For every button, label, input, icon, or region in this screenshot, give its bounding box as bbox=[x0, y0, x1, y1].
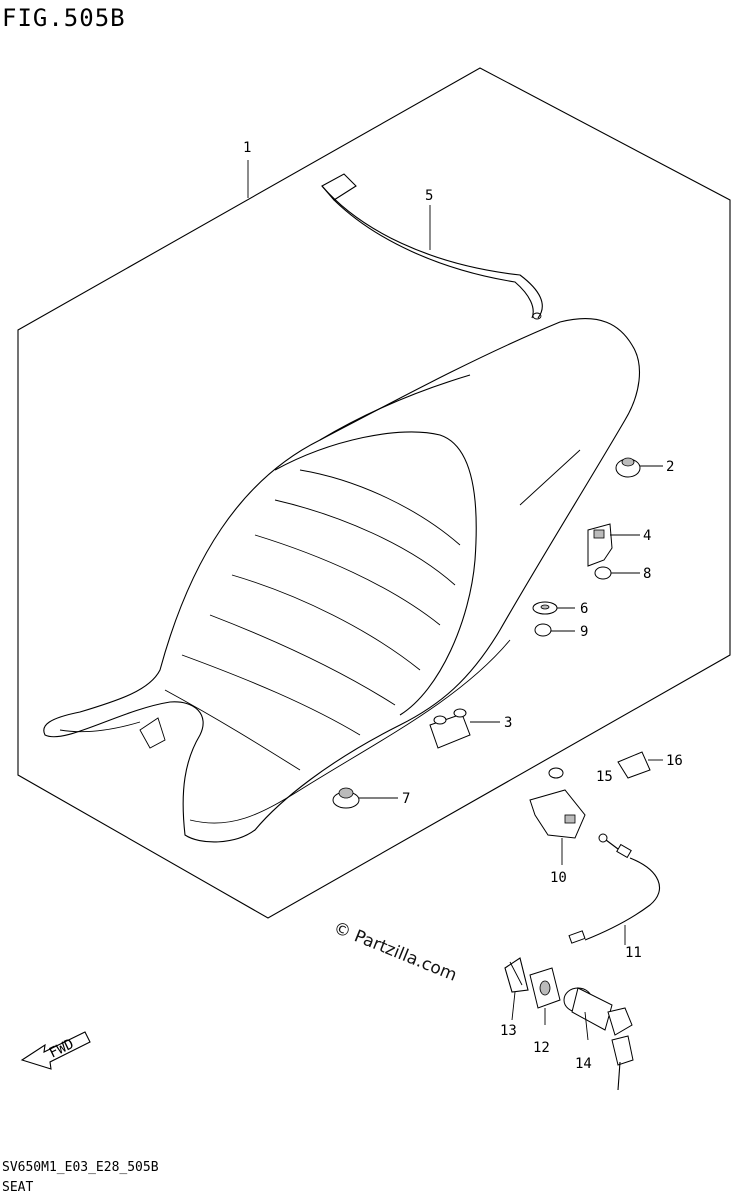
part-8-nut bbox=[594, 566, 640, 580]
part-2-cushion bbox=[615, 457, 663, 478]
part-7-cushion bbox=[332, 787, 398, 809]
callout-2: 2 bbox=[666, 459, 674, 475]
part-6-washer bbox=[532, 601, 575, 615]
callout-6: 6 bbox=[580, 601, 588, 617]
fwd-label: FWD bbox=[47, 1036, 77, 1061]
assembly-boundary bbox=[17, 67, 731, 919]
callout-14: 14 bbox=[575, 1056, 592, 1072]
figure-title: FIG.505B bbox=[2, 4, 126, 32]
fwd-arrow: FWD bbox=[20, 1031, 91, 1070]
callout-10: 10 bbox=[550, 870, 567, 886]
callout-4: 4 bbox=[643, 528, 651, 544]
part-14-lock bbox=[563, 987, 634, 1091]
callout-12: 12 bbox=[533, 1040, 550, 1056]
part-11-cable bbox=[568, 833, 661, 945]
part-13-clip bbox=[504, 957, 529, 1021]
diagram-code: SV650M1_E03_E28_505B bbox=[2, 1160, 159, 1175]
callout-1: 1 bbox=[243, 140, 251, 156]
callout-8: 8 bbox=[643, 566, 651, 582]
part-5-strap bbox=[321, 173, 543, 320]
part-1-seat bbox=[43, 318, 641, 843]
callout-16: 16 bbox=[666, 753, 683, 769]
part-16-label bbox=[617, 751, 663, 779]
callout-13: 13 bbox=[500, 1023, 517, 1039]
part-3-block bbox=[429, 708, 500, 749]
callout-7: 7 bbox=[402, 791, 410, 807]
part-9-nut bbox=[534, 623, 575, 637]
callout-5: 5 bbox=[425, 188, 433, 204]
callout-15: 15 bbox=[596, 769, 613, 785]
callout-11: 11 bbox=[625, 945, 642, 961]
part-4-bracket bbox=[587, 523, 640, 567]
callout-9: 9 bbox=[580, 624, 588, 640]
part-12-plate bbox=[529, 967, 561, 1025]
part-10-latch bbox=[529, 767, 586, 865]
callout-3: 3 bbox=[504, 715, 512, 731]
part-name: SEAT bbox=[2, 1180, 34, 1195]
